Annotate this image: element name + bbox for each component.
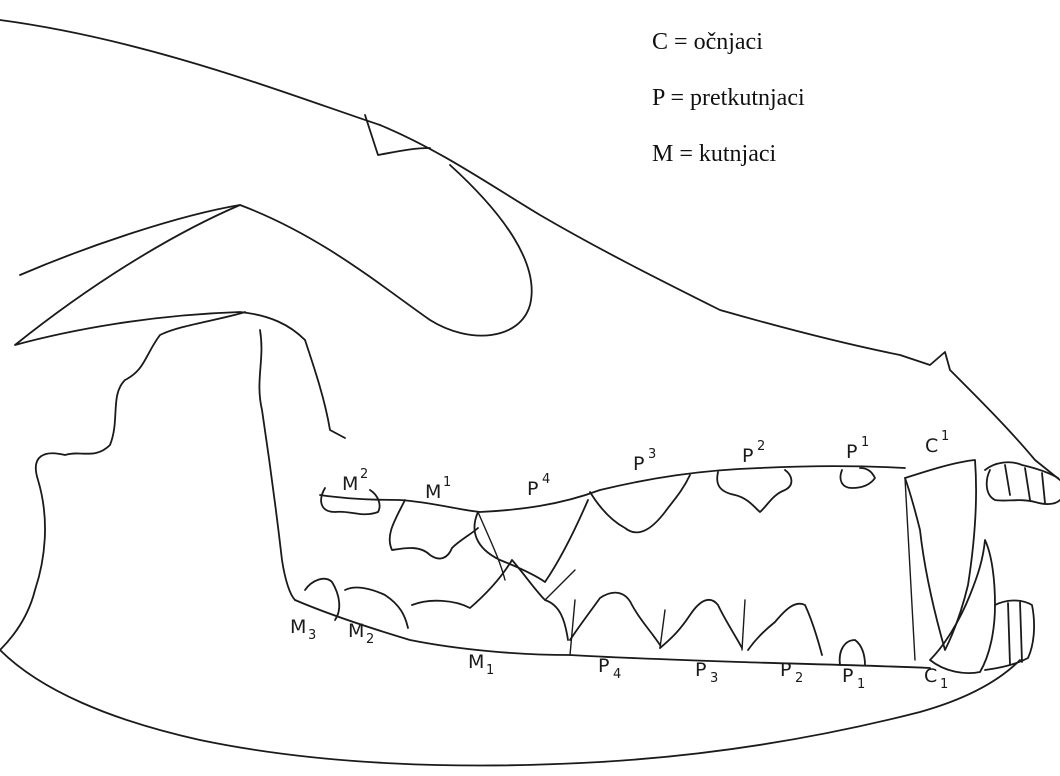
legend-item-premolars: P = pretkutnjaci (652, 70, 805, 126)
svg-text:1: 1 (443, 475, 451, 490)
svg-text:P: P (846, 441, 857, 463)
legend: C = očnjaci P = pretkutnjaci M = kutnjac… (652, 14, 805, 182)
svg-text:P: P (633, 453, 644, 475)
label-upper-canine: C 1 (925, 429, 949, 457)
label-upper-premolar-1: P 1 (846, 435, 869, 463)
legend-item-canines: C = očnjaci (652, 14, 805, 70)
svg-text:P: P (527, 478, 538, 500)
svg-text:1: 1 (857, 677, 865, 692)
svg-text:P: P (742, 445, 753, 467)
label-lower-canine: C 1 (924, 665, 948, 692)
label-lower-premolar-2: P 2 (780, 659, 803, 686)
label-lower-premolar-3: P 3 (695, 659, 718, 686)
svg-text:2: 2 (360, 467, 368, 482)
svg-text:M: M (348, 620, 364, 642)
label-upper-molar-2: M 2 (342, 467, 368, 495)
svg-text:P: P (780, 659, 791, 681)
svg-text:M: M (425, 481, 441, 503)
svg-text:C: C (925, 435, 938, 457)
svg-text:1: 1 (941, 429, 949, 444)
label-lower-molar-3: M 3 (290, 616, 316, 643)
svg-text:1: 1 (486, 663, 494, 678)
svg-text:4: 4 (613, 667, 621, 682)
label-upper-molar-1: M 1 (425, 475, 451, 503)
label-upper-premolar-3: P 3 (633, 447, 656, 475)
label-lower-premolar-4: P 4 (598, 655, 621, 682)
label-lower-molar-2: M 2 (348, 620, 374, 647)
svg-text:C: C (924, 665, 937, 687)
svg-text:M: M (290, 616, 306, 638)
svg-text:3: 3 (710, 671, 718, 686)
label-upper-premolar-4: P 4 (527, 472, 550, 500)
svg-text:M: M (342, 473, 358, 495)
svg-text:3: 3 (308, 628, 316, 643)
svg-text:4: 4 (542, 472, 550, 487)
svg-text:2: 2 (366, 632, 374, 647)
label-upper-premolar-2: P 2 (742, 439, 765, 467)
legend-item-molars: M = kutnjaci (652, 126, 805, 182)
svg-text:P: P (695, 659, 706, 681)
svg-text:2: 2 (795, 671, 803, 686)
label-lower-molar-1: M 1 (468, 651, 494, 678)
svg-text:2: 2 (757, 439, 765, 454)
svg-text:1: 1 (861, 435, 869, 450)
svg-text:3: 3 (648, 447, 656, 462)
svg-text:M: M (468, 651, 484, 673)
label-lower-premolar-1: P 1 (842, 665, 865, 692)
svg-text:P: P (842, 665, 853, 687)
svg-text:P: P (598, 655, 609, 677)
svg-text:1: 1 (940, 677, 948, 692)
